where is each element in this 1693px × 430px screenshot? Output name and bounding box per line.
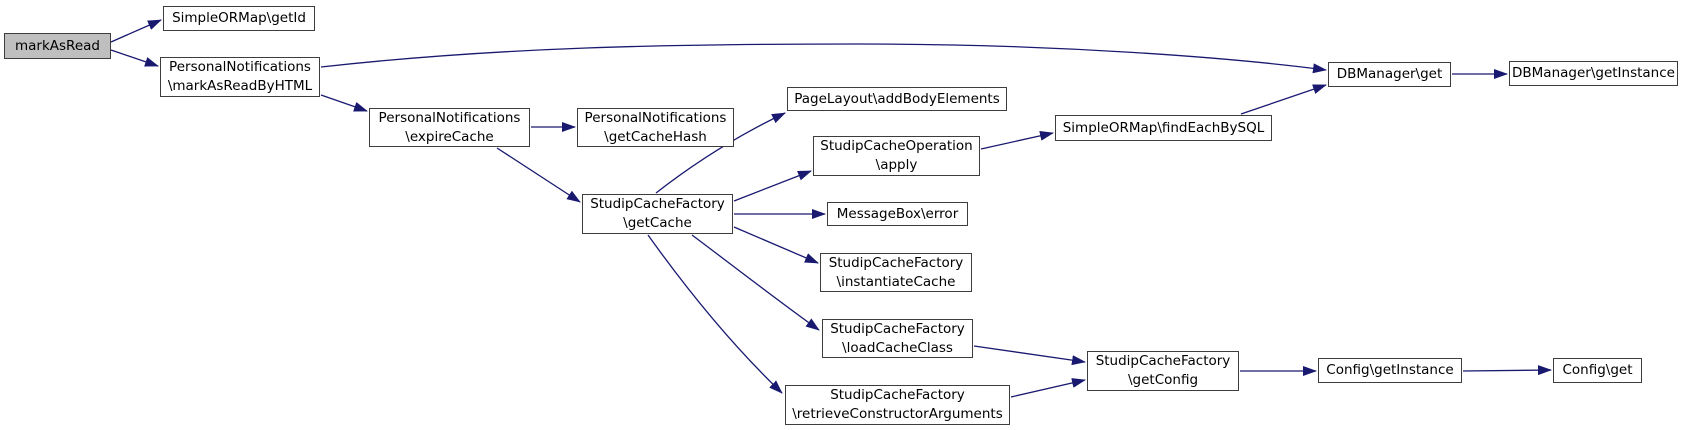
node-studipcachefactory-getconfig[interactable]: StudipCacheFactory \getConfig (1087, 351, 1239, 391)
node-personalnotifications-markasreadbyhtml[interactable]: PersonalNotifications \markAsReadByHTML (160, 57, 320, 97)
edge-studipcachefactory-retrieveconstructorarguments--studipcachefactory-getconfig (1010, 378, 1086, 398)
edges (110, 19, 1552, 398)
node-personalnotifications-expirecache[interactable]: PersonalNotifications \expireCache (369, 108, 530, 147)
node-label: \instantiateCache (836, 273, 956, 290)
node-messagebox-error[interactable]: MessageBox\error (827, 202, 968, 226)
node-label: DBManager\getInstance (1512, 65, 1675, 81)
node-studipcachefactory-instantiatecache[interactable]: StudipCacheFactory \instantiateCache (820, 253, 972, 292)
node-label: \getCache (623, 215, 692, 231)
edge-mark-as-read--simpleormap-getid (110, 19, 162, 43)
node-pagelayout-addbodyelements[interactable]: PageLayout\addBodyElements (787, 87, 1007, 111)
node-dbmanager-getinstance[interactable]: DBManager\getInstance (1509, 61, 1678, 86)
node-label: markAsRead (15, 37, 100, 54)
edge-personalnotifications-markasreadbyhtml--dbmanager-get (320, 43, 1327, 74)
node-studipcacheoperation-apply[interactable]: StudipCacheOperation \apply (813, 136, 980, 176)
node-label: MessageBox\error (836, 205, 959, 222)
node-label: StudipCacheOperation (820, 138, 973, 154)
edge-studipcachefactory-getcache--studipcachefactory-loadcacheclass (691, 234, 820, 331)
edge-config-getinstance--config-get (1462, 365, 1552, 376)
node-label: \loadCacheClass (842, 339, 953, 356)
node-label: \markAsReadByHTML (167, 78, 313, 94)
node-label: StudipCacheFactory (590, 196, 725, 212)
node-dbmanager-get[interactable]: DBManager\get (1328, 62, 1451, 87)
edge-studipcachefactory-getcache--studipcachefactory-instantiatecache (733, 226, 819, 264)
node-label: StudipCacheFactory (830, 320, 965, 337)
node-personalnotifications-getcachehash[interactable]: PersonalNotifications \getCacheHash (577, 108, 734, 147)
edge-studipcacheoperation-apply--simpleormap-findeachbysql (980, 130, 1054, 150)
node-studipcachefactory-getcache[interactable]: StudipCacheFactory \getCache (582, 194, 733, 234)
node-mark-as-read: markAsRead (4, 33, 111, 59)
node-label: \apply (875, 157, 918, 173)
node-label: DBManager\get (1336, 66, 1443, 82)
node-label: StudipCacheFactory (1095, 353, 1231, 369)
edge-simpleormap-findeachbysql--dbmanager-get (1240, 84, 1327, 115)
node-studipcachefactory-loadcacheclass[interactable]: StudipCacheFactory \loadCacheClass (822, 319, 973, 358)
node-label: PageLayout\addBodyElements (794, 90, 1000, 107)
node-label: PersonalNotifications (584, 109, 727, 126)
node-label: \getCacheHash (604, 128, 707, 145)
node-simpleormap-getid[interactable]: SimpleORMap\getId (163, 6, 315, 31)
node-label: SimpleORMap\getId (172, 10, 306, 26)
node-simpleormap-findeachbysql[interactable]: SimpleORMap\findEachBySQL (1055, 115, 1272, 141)
node-label: \retrieveConstructorArguments (792, 406, 1003, 422)
node-studipcachefactory-retrieveconstructorarguments[interactable]: StudipCacheFactory \retrieveConstructorAr… (785, 385, 1010, 425)
node-config-get[interactable]: Config\get (1553, 358, 1642, 383)
edge-personalnotifications-expirecache--studipcachefactory-getcache (496, 147, 581, 203)
node-config-getinstance[interactable]: Config\getInstance (1318, 358, 1462, 383)
node-label: Config\getInstance (1326, 362, 1454, 378)
edge-mark-as-read--personalnotifications-markasreadbyhtml (110, 49, 159, 67)
edge-studipcachefactory-getcache--pagelayout-addbodyelements (655, 112, 786, 194)
edge-personalnotifications-markasreadbyhtml--personalnotifications-expirecache (320, 94, 368, 112)
node-label: StudipCacheFactory (830, 387, 965, 403)
node-label: PersonalNotifications (378, 109, 521, 126)
edge-studipcachefactory-loadcacheclass--studipcachefactory-getconfig (973, 345, 1086, 366)
node-label: SimpleORMap\findEachBySQL (1062, 119, 1265, 136)
node-label: Config\get (1562, 362, 1633, 378)
node-label: PersonalNotifications (169, 59, 311, 75)
node-label: \getConfig (1127, 372, 1199, 388)
edge-studipcachefactory-getcache--studipcachefactory-retrieveconstructorarguments (647, 234, 783, 394)
edge-studipcachefactory-getcache--studipcacheoperation-apply (733, 170, 812, 202)
node-label: StudipCacheFactory (828, 254, 964, 271)
node-label: \expireCache (405, 128, 494, 145)
